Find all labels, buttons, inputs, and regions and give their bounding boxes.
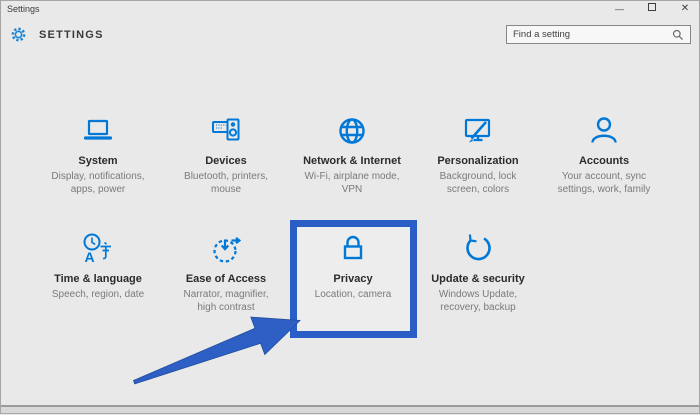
tile-title: Ease of Access	[185, 273, 267, 285]
tile-subtitle: Your account, sync settings, work, famil…	[557, 170, 651, 195]
refresh-arrow-icon	[458, 225, 498, 269]
tile-subtitle: Background, lock screen, colors	[439, 170, 517, 195]
tile-title: Personalization	[437, 155, 519, 167]
tile-title: Accounts	[578, 155, 630, 167]
magnifier-icon[interactable]	[672, 29, 686, 41]
tile-personalization[interactable]: Personalization Background, lock screen,…	[413, 107, 543, 196]
tile-accounts[interactable]: Accounts Your account, sync settings, wo…	[539, 107, 669, 196]
tile-subtitle: Location, camera	[314, 288, 392, 300]
search-input[interactable]	[507, 26, 672, 43]
gear-icon	[10, 26, 27, 43]
tile-title: Update & security	[431, 273, 525, 285]
laptop-icon	[78, 107, 118, 151]
window-controls: — ✕	[613, 2, 691, 16]
tile-update-security[interactable]: Update & security Windows Update, recove…	[413, 225, 543, 314]
window-title: Settings	[7, 4, 40, 14]
tile-network-internet[interactable]: Network & Internet Wi-Fi, airplane mode,…	[287, 107, 417, 196]
tile-system[interactable]: System Display, notifications, apps, pow…	[33, 107, 163, 196]
search-box[interactable]	[506, 25, 691, 44]
maximize-icon[interactable]	[646, 2, 658, 16]
tile-devices[interactable]: Devices Bluetooth, printers, mouse	[161, 107, 291, 196]
tile-title: Time & language	[54, 273, 142, 285]
dashed-circle-arrow-icon	[206, 225, 246, 269]
tile-title: Privacy	[333, 273, 373, 285]
close-icon[interactable]: ✕	[680, 3, 690, 14]
tile-time-language[interactable]: A Time & language Speech, region, date	[33, 225, 163, 301]
minimize-icon[interactable]: —	[615, 4, 624, 14]
tile-subtitle: Narrator, magnifier, high contrast	[183, 288, 269, 313]
tile-title: Network & Internet	[303, 155, 401, 167]
globe-icon	[332, 107, 372, 151]
page-title: SETTINGS	[39, 29, 104, 41]
tile-subtitle: Windows Update, recovery, backup	[438, 288, 518, 313]
keyboard-speaker-icon	[206, 107, 246, 151]
privacy-highlight-box	[290, 220, 417, 338]
window-bottom-edge	[1, 405, 699, 413]
tile-subtitle: Bluetooth, printers, mouse	[184, 170, 268, 195]
clock-language-icon: A	[78, 225, 118, 269]
lock-icon	[333, 225, 373, 269]
monitor-pencil-icon	[458, 107, 498, 151]
titlebar: Settings — ✕	[1, 1, 699, 18]
tile-subtitle: Speech, region, date	[51, 288, 145, 300]
tile-subtitle: Wi-Fi, airplane mode, VPN	[304, 170, 400, 195]
tile-title: System	[78, 155, 118, 167]
tile-title: Devices	[205, 155, 247, 167]
person-icon	[584, 107, 624, 151]
tile-ease-of-access[interactable]: Ease of Access Narrator, magnifier, high…	[161, 225, 291, 314]
tile-subtitle: Display, notifications, apps, power	[51, 170, 145, 195]
svg-text:A: A	[85, 249, 95, 265]
tile-privacy[interactable]: Privacy Location, camera	[288, 225, 418, 301]
